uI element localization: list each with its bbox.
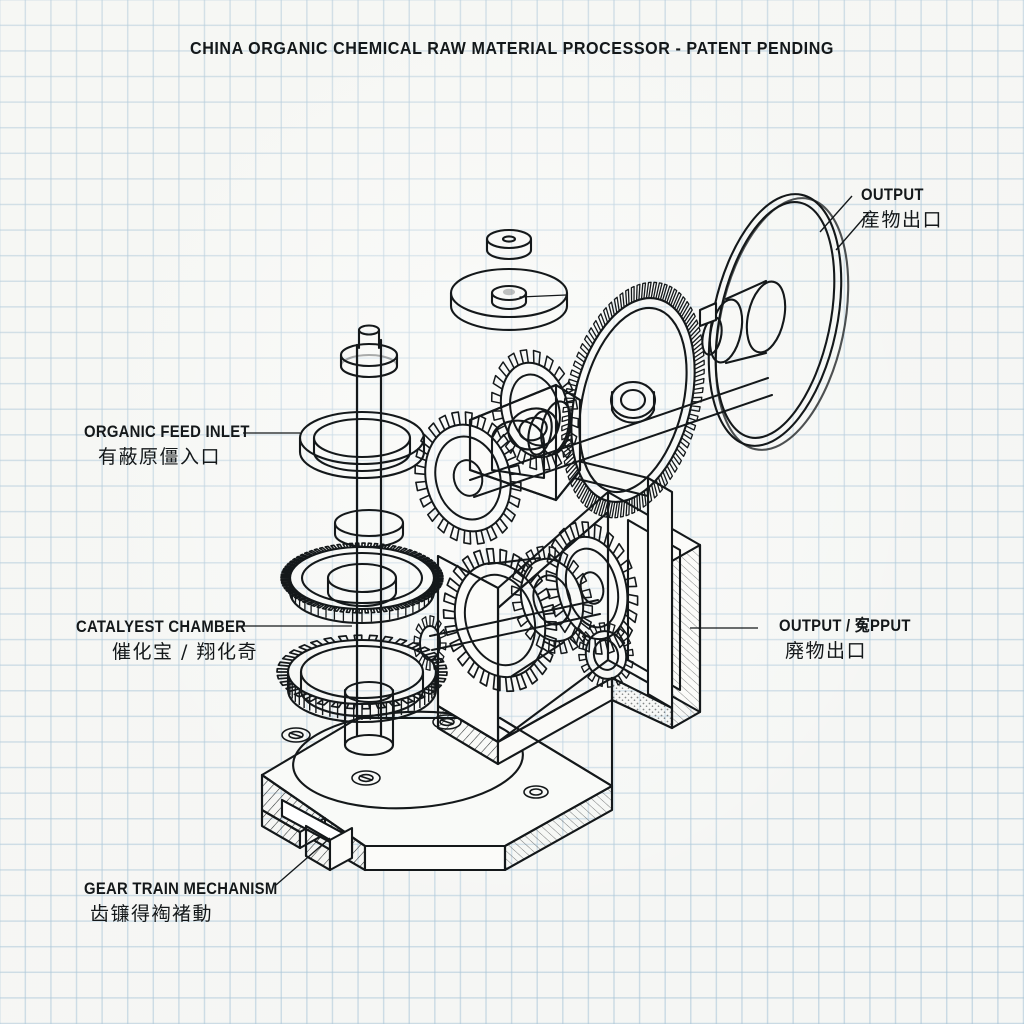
leader-lines — [239, 195, 870, 886]
leader-output-top-b — [835, 211, 870, 251]
callout-gear-train-en: GEAR TRAIN MECHANISM — [84, 880, 278, 898]
page-title: CHINA ORGANIC CHEMICAL RAW MATERIAL PROC… — [190, 38, 834, 58]
callout-output-right-cjk: 廃物出口 — [785, 639, 868, 662]
callout-output-right: OUTPUT / 寃PPUT 廃物出口 — [779, 616, 925, 665]
pinion-small — [584, 630, 628, 680]
callout-output-top: OUTPUT 産物出口 — [861, 185, 943, 234]
callout-organic-feed-inlet-cjk: 有蔽原僵入口 — [98, 445, 222, 468]
spur-gear-upper — [424, 423, 512, 533]
callout-catalyst-chamber-en: CATALYEST CHAMBER — [76, 618, 247, 636]
callout-catalyst-chamber-cjk: 催化宝 / 翔化奇 — [112, 640, 258, 663]
flywheel-hub — [698, 279, 787, 365]
exploded-disc-stack — [449, 228, 569, 332]
callout-output-top-en: OUTPUT — [861, 186, 924, 204]
callout-output-right-en: OUTPUT / 寃PPUT — [779, 617, 911, 635]
gearbox-housing — [436, 383, 702, 788]
callout-gear-train-cjk: 齿镰得裪褚動 — [90, 902, 214, 925]
output-shaft-assembly — [469, 193, 850, 503]
callout-organic-feed-inlet: ORGANIC FEED INLET 有蔽原僵入口 — [84, 422, 268, 471]
leader-gear-train — [275, 837, 331, 886]
leader-output-top-a — [819, 195, 853, 233]
callout-organic-feed-inlet-en: ORGANIC FEED INLET — [84, 423, 250, 441]
callout-output-top-cjk: 産物出口 — [861, 208, 944, 231]
callout-gear-train: GEAR TRAIN MECHANISM 齿镰得裪褚動 — [84, 879, 299, 928]
callout-catalyst-chamber: CATALYEST CHAMBER 催化宝 / 翔化奇 — [76, 617, 265, 666]
